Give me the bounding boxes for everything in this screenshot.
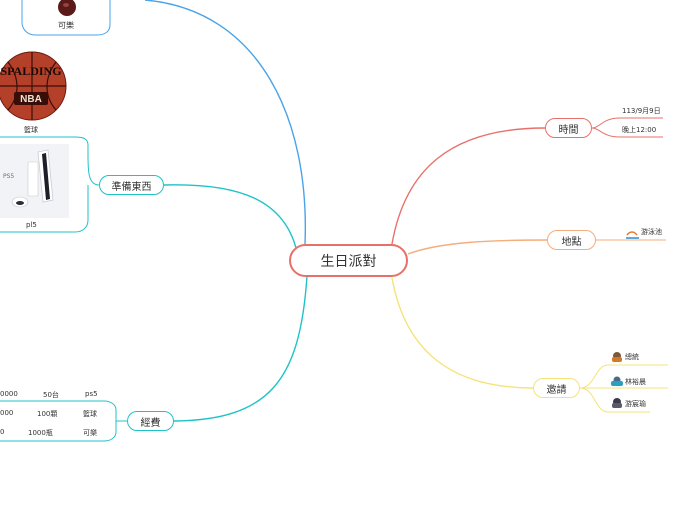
cost-qty: 50台 <box>43 391 59 399</box>
place-item[interactable]: 游泳池 <box>641 228 662 236</box>
basketball-brand-text: SPALDING <box>0 64 61 78</box>
basketball-image: SPALDING NBA <box>0 51 67 121</box>
cost-item: 可樂 <box>83 429 97 437</box>
connector-prepare <box>163 184 298 253</box>
avatar-president-icon <box>612 352 622 362</box>
branch-cost[interactable]: 經費 <box>127 411 174 431</box>
cost-qty: 1000瓶 <box>28 429 53 437</box>
time-clock[interactable]: 晚上12:00 <box>622 126 657 134</box>
cost-item: ps5 <box>85 390 98 398</box>
branch-cost-label: 經費 <box>140 417 161 429</box>
root-topic-label: 生日派對 <box>320 252 377 269</box>
avatar-you-icon <box>612 398 622 408</box>
branch-prepare[interactable]: 準備東西 <box>99 175 164 195</box>
cola-image <box>40 0 95 18</box>
connector-cost <box>173 275 308 422</box>
branch-invite-label: 邀請 <box>546 384 567 396</box>
basketball-league-text: NBA <box>20 94 42 105</box>
branch-time-label: 時間 <box>558 124 579 136</box>
time-date[interactable]: 113/9月9日 <box>622 107 661 115</box>
swimmer-icon <box>626 231 639 239</box>
prepare-item-cola[interactable]: 可樂 <box>58 21 74 30</box>
branch-time[interactable]: 時間 <box>545 118 592 138</box>
connector-invite-leaves <box>579 364 668 413</box>
branch-invite[interactable]: 邀請 <box>533 378 580 398</box>
cost-qty: 100顆 <box>37 410 58 418</box>
avatar-lin-icon <box>611 376 623 386</box>
invitee-item[interactable]: 總統 <box>625 353 639 361</box>
cost-price: 0 <box>0 428 5 436</box>
cost-price: 0000 <box>0 390 18 398</box>
cost-price: 000 <box>0 409 14 417</box>
connector-prepare-group <box>0 136 100 233</box>
prepare-item-ps5[interactable]: pl5 <box>26 221 37 229</box>
cost-item: 籃球 <box>83 410 97 418</box>
connector-cola-group <box>21 0 111 36</box>
branch-prepare-label: 準備東西 <box>111 181 152 193</box>
connector-cola <box>144 0 307 245</box>
svg-text:PS5: PS5 <box>3 173 14 180</box>
connector-time <box>391 127 546 245</box>
prepare-item-basketball[interactable]: 籃球 <box>24 126 38 134</box>
invitee-item[interactable]: 林裕晨 <box>625 378 646 386</box>
connector-cost-group <box>0 400 127 442</box>
ps5-image: PS5 <box>0 144 69 218</box>
branch-place[interactable]: 地點 <box>547 230 596 250</box>
connector-place <box>407 239 548 255</box>
connector-invite <box>391 277 534 389</box>
root-topic[interactable]: 生日派對 <box>289 244 408 277</box>
branch-place-label: 地點 <box>561 236 582 248</box>
invitee-item[interactable]: 游宸瑜 <box>625 400 646 408</box>
connector-time-leaves <box>591 117 663 138</box>
